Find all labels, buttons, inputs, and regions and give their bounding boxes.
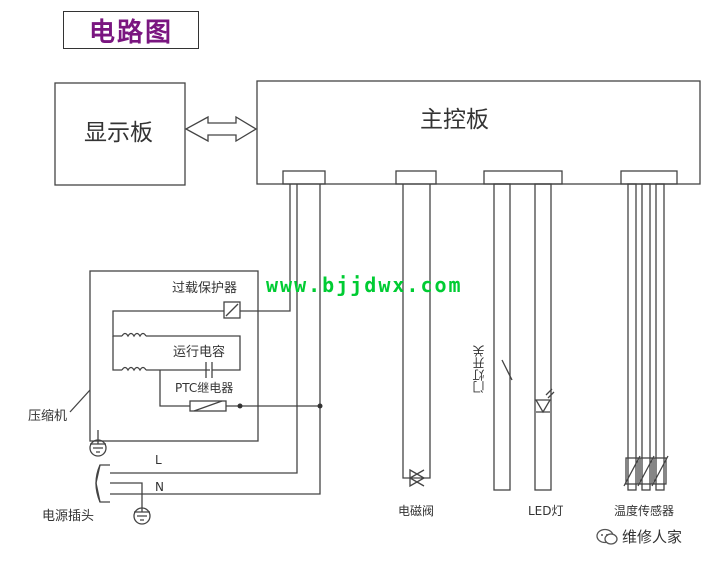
door-switch-symbol [501,359,513,381]
wechat-brand: 维修人家 [596,526,682,547]
overload-protector-label: 过载保护器 [172,281,238,296]
temp-sensor-symbol-1 [625,457,639,485]
ptc-relay-symbol [189,400,227,412]
title-box: 电路图 [63,11,199,49]
main-board-box [256,80,701,185]
wire-overload [240,184,291,312]
compressor-label: 压缩机 [28,409,68,424]
display-board-label: 显示板 [84,120,153,146]
led-symbol [534,399,552,414]
temp-sensor-symbol-3 [653,457,667,485]
display-board-box [54,82,186,186]
temp-sensor-label: 温度传感器 [614,504,675,518]
connector-sensor [620,170,678,185]
winding-2 [121,366,147,372]
temp-sensor-symbol-2 [639,457,653,485]
run-capacitor-label: 运行电容 [173,345,226,360]
door-switch-wire [493,183,511,491]
connector-valve [395,170,437,185]
wire-overload-left [112,310,224,337]
watermark-text: www.bjjdwx.com [266,273,463,297]
ground-compressor [90,430,106,453]
wechat-icon [596,528,618,545]
led-lamp-label: LED灯 [528,504,564,518]
compressor-leader [69,389,91,413]
led-wire [534,183,552,491]
winding-1 [121,332,147,338]
brand-name: 维修人家 [622,528,683,546]
solenoid-valve-symbol [408,468,426,488]
wire-ptc-n [110,184,321,495]
main-board-label: 主控板 [420,107,489,133]
connector-switch-led [483,170,563,185]
compressor-box [89,270,259,442]
connector-compressor [282,170,326,185]
power-plug-symbol [95,464,110,503]
bidirectional-arrow [184,115,258,143]
power-plug-label: 电源插头 [42,509,95,524]
ptc-relay-label: PTC继电器 [175,381,234,395]
junction-dot-1 [317,403,323,409]
solenoid-valve-label: 电磁阀 [398,504,435,518]
junction-dot-2 [237,403,243,409]
door-switch-label: 门灯开关 [472,345,486,393]
overload-protector-symbol [223,301,241,319]
line-l-label: L [155,453,162,467]
wire-ptc-l [110,184,298,474]
diagram-title: 电路图 [88,17,173,48]
line-n-label: N [155,480,164,494]
ground-plug [134,494,150,521]
